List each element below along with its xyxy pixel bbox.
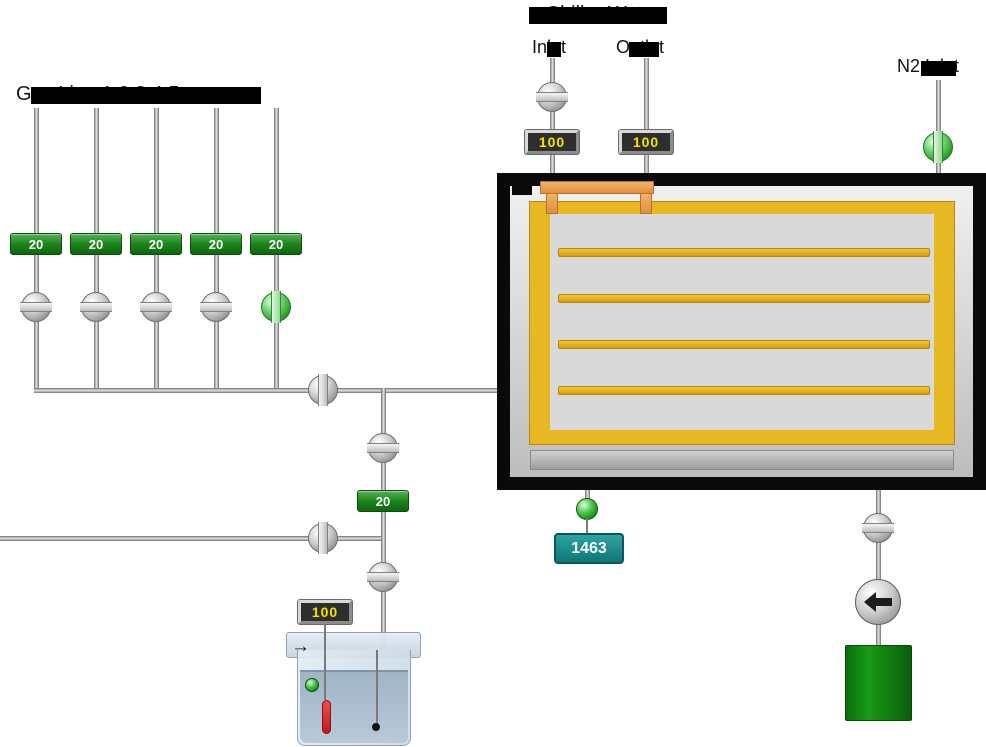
bubbler-dip-tube: [376, 650, 378, 726]
pipe-bubbler-branch: [381, 388, 386, 650]
heater-element-2: [558, 294, 930, 303]
redaction-bar: [529, 7, 667, 24]
chiller-inlet-flow-display[interactable]: 100: [525, 130, 579, 154]
pump-tank: [845, 645, 912, 721]
redaction-bar: [921, 61, 956, 76]
pipe-chiller-outlet: [644, 58, 649, 188]
flow-setpoint-gas-line-1[interactable]: 20: [10, 233, 62, 255]
valve-gas-line-5[interactable]: [261, 291, 291, 323]
heater-element-1: [558, 248, 930, 257]
valve-bar-icon: [271, 291, 281, 323]
valve-bar-icon: [20, 302, 52, 312]
valve-bar-icon: [367, 572, 399, 582]
bubbler-level-led: [305, 678, 319, 692]
pipe-bypass-line: [0, 536, 381, 541]
furnace-bottom-tray: [530, 450, 954, 470]
pipe-n2-inlet: [936, 80, 941, 176]
thermometer-icon: [322, 700, 331, 734]
furnace-temperature-readout: 1463: [554, 533, 624, 564]
pipe-furnace-sensor-port: [585, 490, 590, 502]
chiller-outlet-flow-display[interactable]: 100: [619, 130, 673, 154]
thermocouple-wire: [586, 518, 588, 534]
valve-bubbler-upper[interactable]: [367, 433, 399, 463]
thermocouple-led: [576, 498, 598, 520]
flow-setpoint-gas-line-3[interactable]: 20: [130, 233, 182, 255]
valve-bar-icon: [140, 302, 172, 312]
valve-gas-line-2[interactable]: [80, 292, 112, 322]
redaction-bar: [31, 87, 261, 104]
bubbler-sensor-wire: [324, 624, 326, 700]
valve-bar-icon: [80, 302, 112, 312]
valve-bar-icon: [367, 443, 399, 453]
redaction-bar: [547, 42, 561, 57]
vacuum-pump[interactable]: [855, 579, 901, 625]
valve-gas-line-4[interactable]: [200, 292, 232, 322]
valve-bubbler-lower[interactable]: [367, 562, 399, 592]
chiller-header-left-leg: [546, 193, 558, 214]
valve-bypass-line[interactable]: [308, 522, 338, 554]
valve-n2-inlet[interactable]: [923, 131, 953, 163]
flow-arrow-icon: →: [291, 636, 310, 657]
flow-setpoint-gas-line-4[interactable]: 20: [190, 233, 242, 255]
valve-bar-icon: [318, 522, 328, 554]
furnace-top-notch: [512, 186, 532, 195]
flow-setpoint-gas-line-2[interactable]: 20: [70, 233, 122, 255]
valve-manifold[interactable]: [308, 374, 338, 406]
pipe-exhaust: [876, 490, 881, 648]
valve-bar-icon: [933, 131, 943, 163]
valve-exhaust[interactable]: [862, 513, 894, 543]
chiller-header-right-leg: [640, 193, 652, 214]
valve-gas-line-3[interactable]: [140, 292, 172, 322]
bubbler-reading-display[interactable]: 100: [298, 600, 352, 624]
valve-gas-line-1[interactable]: [20, 292, 52, 322]
dip-tube-tip: [372, 723, 380, 731]
chiller-header-bar: [540, 181, 654, 194]
valve-bar-icon: [318, 374, 328, 406]
pipe-manifold: [34, 388, 500, 393]
flow-setpoint-gas-line-5[interactable]: 20: [250, 233, 302, 255]
pipe-chiller-inlet: [550, 58, 555, 188]
pump-arrow-icon: [864, 592, 892, 612]
valve-chiller-inlet[interactable]: [536, 82, 568, 112]
valve-bar-icon: [536, 92, 568, 102]
furnace-heating-frame: [529, 201, 955, 445]
heater-element-3: [558, 340, 930, 349]
valve-bar-icon: [200, 302, 232, 312]
valve-bar-icon: [862, 523, 894, 533]
flow-setpoint-mixing-line[interactable]: 20: [357, 490, 409, 512]
heater-element-4: [558, 386, 930, 395]
redaction-bar: [629, 42, 659, 57]
